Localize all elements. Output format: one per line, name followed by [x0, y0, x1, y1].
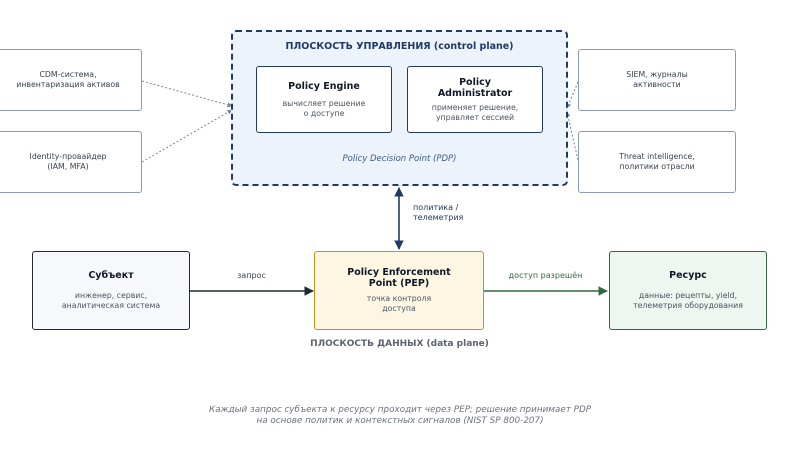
- source-cdm-box: CDM-система, инвентаризация активов: [0, 49, 142, 111]
- data-plane-label: ПЛОСКОСТЬ ДАННЫХ (data plane): [310, 339, 489, 349]
- source-siem-box: SIEM, журналы активности: [578, 49, 736, 111]
- policy-administrator-title: Policy Administrator: [438, 77, 512, 99]
- source-identity-line-1: Identity-провайдер: [29, 152, 107, 161]
- control-plane-title: ПЛОСКОСТЬ УПРАВЛЕНИЯ (control plane): [285, 41, 514, 52]
- policy-administrator-description: применяет решение, управляет сессией: [432, 103, 519, 123]
- policy-engine-description: вычисляет решение о доступе: [283, 99, 366, 119]
- policy-administrator-sub-line-1: применяет решение,: [431, 102, 519, 112]
- request-label: запрос: [237, 271, 266, 280]
- footer-line-2: на основе политик и контекстных сигналов…: [256, 415, 544, 426]
- policy-engine-sub-line-1: вычисляет решение: [282, 98, 366, 108]
- signal-line-threat: [565, 111, 579, 161]
- pep-title-line-2: Point (PEP): [368, 278, 430, 289]
- source-threat-line-1: Threat intelligence,: [619, 152, 695, 161]
- pep-title-line-1: Policy Enforcement: [347, 267, 451, 278]
- policy-administrator-title-line-1: Policy: [459, 76, 491, 88]
- source-cdm-line-2: инвентаризация активов: [16, 80, 120, 89]
- resource-sub-line-1: данные: рецепты, yield,: [638, 291, 738, 300]
- resource-description: данные: рецепты, yield, телеметрия обору…: [633, 291, 743, 311]
- pep-box: Policy Enforcement Point (PEP) точка кон…: [314, 251, 484, 330]
- footer-line-1: Каждый запрос субъекта к ресурсу проходи…: [208, 405, 592, 415]
- source-siem-line-2: активности: [633, 80, 681, 89]
- policy-administrator-sub-line-2: управляет сессией: [435, 112, 515, 122]
- source-threat-intel-box: Threat intelligence, политики отрасли: [578, 131, 736, 193]
- subject-description: инженер, сервис, аналитическая система: [62, 291, 160, 311]
- resource-box: Ресурс данные: рецепты, yield, телеметри…: [609, 251, 767, 330]
- source-identity-line-2: (IAM, MFA): [47, 162, 89, 171]
- pep-sub-line-1: точка контроля: [366, 294, 432, 303]
- policy-telemetry-label-line-2: телеметрия: [413, 213, 464, 222]
- footer-note: Каждый запрос субъекта к ресурсу проходи…: [150, 405, 650, 426]
- subject-sub-line-1: инженер, сервис,: [74, 291, 148, 300]
- resource-sub-line-2: телеметрия оборудования: [633, 301, 743, 310]
- signal-line-idp: [141, 109, 233, 163]
- subject-sub-line-2: аналитическая система: [61, 301, 161, 310]
- policy-administrator-box: Policy Administrator применяет решение, …: [407, 66, 543, 133]
- policy-engine-sub-line-2: о доступе: [303, 108, 345, 118]
- subject-title: Субъект: [88, 270, 134, 281]
- pep-description: точка контроля доступа: [367, 294, 431, 314]
- pep-title: Policy Enforcement Point (PEP): [347, 267, 450, 289]
- policy-telemetry-label: политика / телеметрия: [413, 203, 463, 223]
- pdp-caption: Policy Decision Point (PDP): [342, 154, 457, 164]
- access-granted-label: доступ разрешён: [508, 271, 583, 280]
- subject-box: Субъект инженер, сервис, аналитическая с…: [32, 251, 190, 330]
- source-threat-line-2: политики отрасли: [619, 162, 695, 171]
- source-identity-provider-box: Identity-провайдер (IAM, MFA): [0, 131, 142, 193]
- source-cdm-line-1: CDM-система,: [39, 70, 97, 79]
- policy-telemetry-label-line-1: политика /: [413, 203, 459, 212]
- policy-administrator-title-line-2: Administrator: [437, 87, 513, 99]
- policy-engine-box: Policy Engine вычисляет решение о доступ…: [256, 66, 392, 133]
- policy-engine-title: Policy Engine: [288, 80, 360, 92]
- resource-title: Ресурс: [669, 270, 707, 281]
- signal-line-cdm: [141, 80, 233, 108]
- source-siem-line-1: SIEM, журналы: [626, 70, 688, 79]
- pep-sub-line-2: доступа: [382, 304, 416, 313]
- signal-line-siem: [566, 81, 579, 109]
